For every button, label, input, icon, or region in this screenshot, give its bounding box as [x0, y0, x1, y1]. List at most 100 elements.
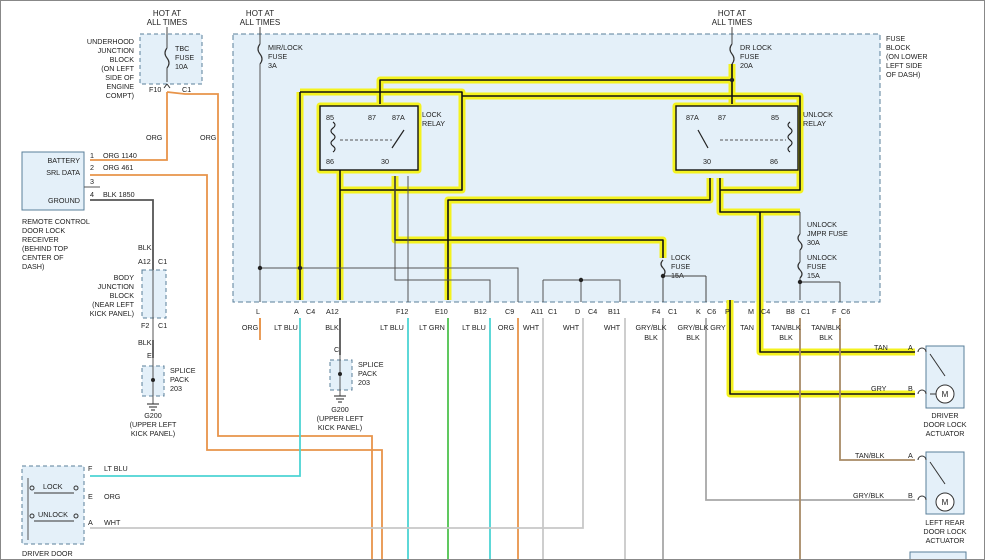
door-switch-pin-e: E — [88, 492, 93, 501]
dr-lock-fuse-label: DR LOCK FUSE 20A — [740, 43, 772, 70]
body-junction-block-label: BODY JUNCTION BLOCK (NEAR LEFT KICK PANE… — [90, 273, 135, 318]
svg-text:4: 4 — [90, 190, 94, 199]
svg-text:RELAY: RELAY — [422, 119, 445, 128]
svg-text:ALL TIMES: ALL TIMES — [712, 18, 752, 27]
svg-text:C1: C1 — [548, 307, 557, 316]
left-rear-door-lock-actuator — [925, 451, 965, 515]
svg-text:BLK: BLK — [819, 333, 833, 342]
svg-text:K: K — [696, 307, 701, 316]
svg-text:LOCK: LOCK — [422, 110, 442, 119]
svg-text:(UPPER LEFT: (UPPER LEFT — [317, 414, 364, 423]
driver-act-label: DRIVER DOOR LOCK ACTUATOR — [923, 411, 966, 438]
svg-text:C6: C6 — [841, 307, 850, 316]
svg-text:DR LOCK: DR LOCK — [740, 43, 772, 52]
svg-text:LT BLU: LT BLU — [380, 323, 404, 332]
svg-text:BATTERY: BATTERY — [48, 156, 81, 165]
svg-text:TAN/BLK: TAN/BLK — [811, 323, 841, 332]
svg-text:D: D — [575, 307, 580, 316]
door-switch-wire-org: ORG — [104, 492, 121, 501]
svg-text:LT GRN: LT GRN — [419, 323, 445, 332]
svg-text:BODY: BODY — [114, 273, 135, 282]
body-jb-pin-c1-bot: C1 — [158, 321, 167, 330]
g200-left-label: G200 (UPPER LEFT KICK PANEL) — [130, 411, 177, 438]
svg-text:BLK: BLK — [325, 323, 339, 332]
svg-text:SIDE OF: SIDE OF — [105, 73, 134, 82]
tbc-pin-f10: F10 — [149, 85, 161, 94]
svg-text:(UPPER LEFT: (UPPER LEFT — [130, 420, 177, 429]
svg-text:FUSE: FUSE — [268, 52, 287, 61]
receiver-caption: REMOTE CONTROL DOOR LOCK RECEIVER (BEHIN… — [22, 217, 90, 271]
svg-text:HOT AT: HOT AT — [718, 9, 746, 18]
unlock-relay-label: UNLOCK RELAY — [803, 110, 833, 128]
svg-text:F: F — [832, 307, 837, 316]
body-junction-block-box — [141, 269, 167, 319]
svg-text:KICK PANEL): KICK PANEL) — [131, 429, 175, 438]
svg-text:JUNCTION: JUNCTION — [98, 46, 134, 55]
underhood-junction-label: UNDERHOOD JUNCTION BLOCK (ON LEFT SIDE O… — [87, 37, 135, 100]
svg-text:SPLICE: SPLICE — [170, 366, 196, 375]
svg-text:UNLOCK: UNLOCK — [807, 220, 837, 229]
hot-label-left: HOT AT ALL TIMES — [147, 9, 187, 27]
svg-text:C4: C4 — [306, 307, 315, 316]
hot-label-right: HOT AT ALL TIMES — [712, 9, 752, 27]
svg-text:GRY/BLK: GRY/BLK — [635, 323, 666, 332]
unlock-fuse-symbol — [797, 261, 803, 279]
svg-text:BLOCK: BLOCK — [110, 291, 135, 300]
external-wires — [90, 91, 915, 560]
ground-symbol-mid — [334, 395, 346, 403]
svg-text:OF DASH): OF DASH) — [886, 70, 920, 79]
svg-text:BLOCK: BLOCK — [886, 43, 911, 52]
svg-text:JMPR FUSE: JMPR FUSE — [807, 229, 848, 238]
svg-text:WHT: WHT — [523, 323, 540, 332]
fuse-block-internal-wires — [259, 64, 621, 302]
svg-text:30A: 30A — [807, 238, 820, 247]
svg-text:3A: 3A — [268, 61, 277, 70]
receiver-wire-labels: ORG 1140 ORG 461 BLK 1850 — [103, 151, 137, 199]
svg-text:KICK PANEL): KICK PANEL) — [90, 309, 134, 318]
svg-text:A: A — [294, 307, 299, 316]
svg-text:M: M — [942, 498, 949, 507]
driver-act-wire-gry: GRY — [871, 384, 887, 393]
svg-text:ACTUATOR: ACTUATOR — [926, 429, 965, 438]
svg-text:BLK 1850: BLK 1850 — [103, 190, 135, 199]
body-jb-pin-e: E — [147, 351, 152, 360]
svg-text:BLOCK: BLOCK — [110, 55, 135, 64]
svg-text:ORG 1140: ORG 1140 — [103, 151, 137, 160]
svg-text:LT BLU: LT BLU — [462, 323, 486, 332]
rear-act-motor-icon — [935, 492, 955, 512]
svg-text:87A: 87A — [686, 113, 699, 122]
svg-text:85: 85 — [771, 113, 779, 122]
svg-text:F4: F4 — [652, 307, 660, 316]
svg-text:B12: B12 — [474, 307, 487, 316]
svg-text:86: 86 — [770, 157, 778, 166]
svg-text:203: 203 — [170, 384, 182, 393]
svg-text:86: 86 — [326, 157, 334, 166]
door-switch-lock-button: LOCK — [29, 482, 79, 494]
svg-text:LEFT SIDE: LEFT SIDE — [886, 61, 922, 70]
svg-text:15A: 15A — [807, 271, 820, 280]
body-jb-top-wire: BLK — [138, 243, 152, 252]
svg-text:ORG: ORG — [498, 323, 515, 332]
rear-act-label: LEFT REAR DOOR LOCK ACTUATOR — [923, 518, 966, 545]
ground-symbol-left — [147, 403, 159, 411]
unlock-fuse-label: UNLOCK FUSE 15A — [807, 253, 837, 280]
splice-mid-pin-c: C — [334, 345, 339, 354]
tbc-fuse-label: TBC FUSE 10A — [175, 44, 194, 71]
svg-text:F12: F12 — [396, 307, 408, 316]
svg-text:CENTER OF: CENTER OF — [22, 253, 64, 262]
door-switch-wire-wht: WHT — [104, 518, 121, 527]
svg-text:UNLOCK: UNLOCK — [803, 110, 833, 119]
svg-text:87: 87 — [718, 113, 726, 122]
svg-text:C6: C6 — [707, 307, 716, 316]
svg-text:GRY: GRY — [710, 323, 726, 332]
highlighted-circuit-lines — [299, 64, 915, 395]
svg-text:203: 203 — [358, 378, 370, 387]
org-wire-label-b: ORG — [200, 133, 217, 142]
driver-door-switch-box — [21, 465, 85, 545]
svg-text:UNDERHOOD: UNDERHOOD — [87, 37, 134, 46]
svg-text:20A: 20A — [740, 61, 753, 70]
svg-text:WHT: WHT — [604, 323, 621, 332]
svg-text:ACTUATOR: ACTUATOR — [926, 536, 965, 545]
svg-text:3: 3 — [90, 177, 94, 186]
